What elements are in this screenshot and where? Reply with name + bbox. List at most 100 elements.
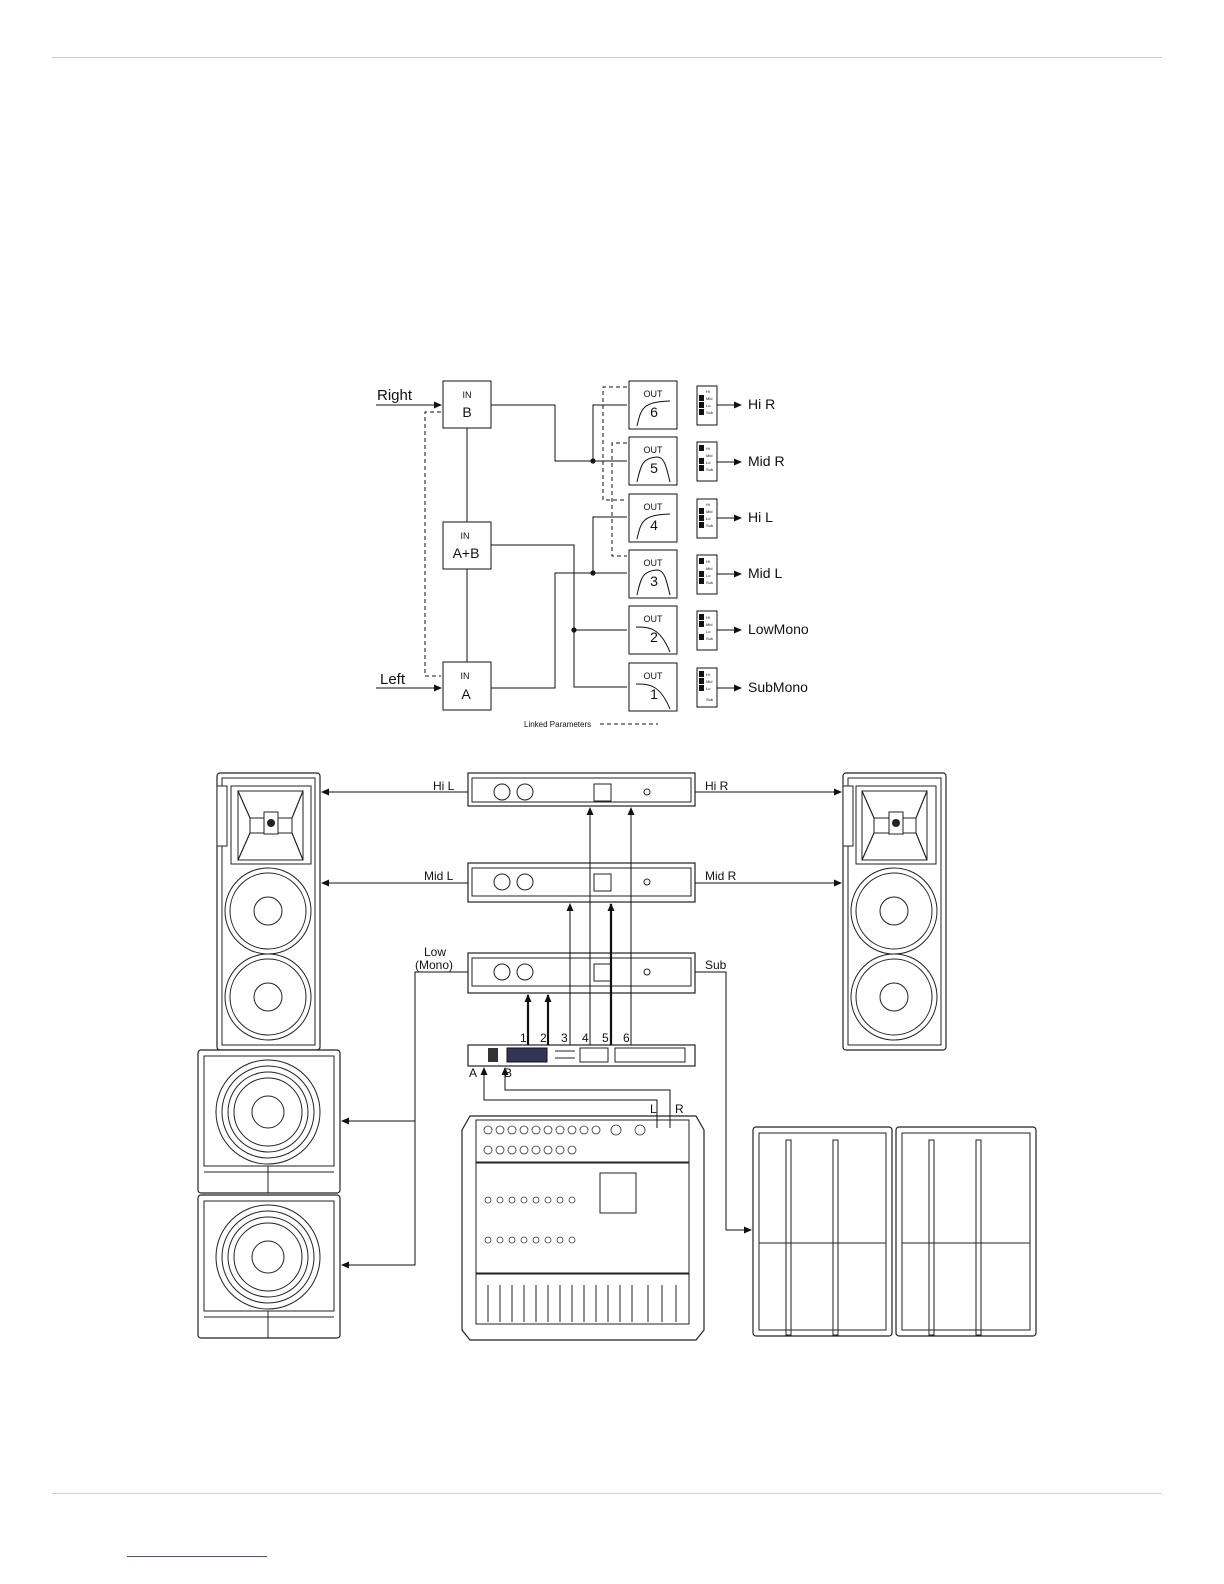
output-3-top-label: OUT: [644, 558, 664, 568]
switch-label-mid: Mid: [706, 622, 712, 627]
input-ab-top-label: IN: [461, 531, 470, 541]
band-switch-out4: Hi Mid Lo Sub: [697, 499, 717, 538]
processor-input-b: B: [504, 1066, 512, 1080]
band-switch-out3: Hi Mid Lo Sub: [697, 555, 717, 594]
switch-label-lo: Lo: [706, 686, 711, 691]
processor-output-4: 4: [582, 1031, 589, 1045]
processor-output-5: 5: [602, 1031, 609, 1045]
dest-label-mid-l: Mid L: [748, 565, 782, 581]
processor-output-3: 3: [561, 1031, 568, 1045]
crossover-processor: [468, 1045, 695, 1066]
amplifier-hi: [468, 773, 695, 806]
switch-label-sub: Sub: [706, 410, 714, 415]
switch-label-hi: Hi: [706, 502, 710, 507]
switch-label-mid: Mid: [706, 453, 712, 458]
switch-label-mid: Mid: [706, 566, 712, 571]
dest-label-submono: SubMono: [748, 679, 808, 695]
switch-label-lo: Lo: [706, 629, 711, 634]
switch-label-hi: Hi: [706, 615, 710, 620]
legend-label: Linked Parameters: [524, 720, 591, 729]
switch-label-mid: Mid: [706, 509, 712, 514]
input-b-top-label: IN: [463, 390, 472, 400]
dest-label-lowmono: LowMono: [748, 621, 809, 637]
left-subwoofer-lower: [198, 1195, 340, 1338]
input-ab-label: A+B: [453, 545, 480, 561]
band-switches: Hi Mid Lo Sub Hi Mid Lo Sub Hi Mid Lo Su…: [697, 386, 809, 707]
switch-label-sub: Sub: [706, 697, 714, 702]
amp-label-low-line2: (Mono): [415, 958, 453, 972]
amp-label-hi-l: Hi L: [433, 779, 455, 793]
system-setup-illustration: Hi L Hi R Mid L Mid R Low (Mono) Sub 1 2…: [198, 773, 1036, 1340]
left-input-label: Left: [380, 671, 406, 688]
switch-label-lo: Lo: [706, 460, 711, 465]
processor-output-6: 6: [623, 1031, 630, 1045]
band-switch-out1: Hi Mid Lo Sub: [697, 668, 717, 707]
output-1-number: 1: [650, 686, 658, 702]
switch-label-sub: Sub: [706, 636, 714, 641]
amp-label-mid-r: Mid R: [705, 869, 737, 883]
signal-flow-diagram: Right Left IN B IN A+B IN A: [376, 381, 809, 729]
switch-label-hi: Hi: [706, 446, 710, 451]
input-a-label: A: [461, 686, 471, 702]
input-block-a: IN A: [443, 662, 491, 710]
output-2-top-label: OUT: [644, 614, 664, 624]
left-top-speaker-cabinet: [217, 773, 320, 1050]
output-block-3: OUT 3: [629, 550, 677, 598]
right-subwoofer-right: [896, 1127, 1036, 1336]
output-3-number: 3: [650, 573, 658, 589]
switch-label-sub: Sub: [706, 580, 714, 585]
switch-label-sub: Sub: [706, 467, 714, 472]
switch-label-sub: Sub: [706, 523, 714, 528]
output-4-top-label: OUT: [644, 502, 664, 512]
amp-label-mid-l: Mid L: [424, 869, 454, 883]
input-b-label: B: [462, 404, 471, 420]
input-block-b: IN B: [443, 381, 491, 428]
input-a-top-label: IN: [461, 671, 470, 681]
right-top-speaker-cabinet: [843, 773, 946, 1050]
output-6-top-label: OUT: [644, 389, 664, 399]
output-2-number: 2: [650, 629, 658, 645]
input-block-ab: IN A+B: [443, 522, 491, 569]
switch-label-hi: Hi: [706, 559, 710, 564]
mixer-output-r: R: [675, 1102, 684, 1116]
processor-output-1: 1: [520, 1031, 527, 1045]
output-5-number: 5: [650, 460, 658, 476]
output-4-number: 4: [650, 517, 658, 533]
output-blocks: OUT 6 OUT 5 OUT 4 OUT 3: [629, 381, 677, 711]
output-block-4: OUT 4: [629, 494, 677, 542]
mixing-console: [462, 1116, 704, 1340]
dest-label-hi-l: Hi L: [748, 509, 773, 525]
switch-label-lo: Lo: [706, 516, 711, 521]
right-subwoofer-left: [753, 1127, 892, 1336]
left-subwoofer-upper: [198, 1050, 340, 1193]
output-6-number: 6: [650, 404, 658, 420]
dest-label-hi-r: Hi R: [748, 396, 775, 412]
output-block-1: OUT 1: [629, 663, 677, 711]
output-5-top-label: OUT: [644, 445, 664, 455]
output-1-top-label: OUT: [644, 671, 664, 681]
switch-label-hi: Hi: [706, 672, 710, 677]
switch-label-hi: Hi: [706, 389, 710, 394]
linked-parameters-legend: Linked Parameters: [524, 720, 658, 729]
switch-label-lo: Lo: [706, 573, 711, 578]
amp-label-hi-r: Hi R: [705, 779, 729, 793]
processor-input-a: A: [469, 1066, 477, 1080]
right-input-label: Right: [377, 387, 413, 404]
amp-label-sub: Sub: [705, 958, 727, 972]
amplifier-low: [468, 953, 695, 993]
band-switch-out2: Hi Mid Lo Sub: [697, 611, 717, 650]
switch-label-lo: Lo: [706, 403, 711, 408]
band-switch-out5: Hi Mid Lo Sub: [697, 442, 717, 481]
output-block-6: OUT 6: [629, 381, 677, 429]
amplifier-mid: [468, 863, 695, 902]
output-block-5: OUT 5: [629, 437, 677, 485]
switch-label-mid: Mid: [706, 396, 712, 401]
output-block-2: OUT 2: [629, 606, 677, 654]
processor-output-2: 2: [540, 1031, 547, 1045]
switch-label-mid: Mid: [706, 679, 712, 684]
amp-label-low-line1: Low: [424, 945, 446, 959]
band-switch-out6: Hi Mid Lo Sub: [697, 386, 717, 425]
dest-label-mid-r: Mid R: [748, 453, 785, 469]
mixer-output-l: L: [650, 1102, 657, 1116]
